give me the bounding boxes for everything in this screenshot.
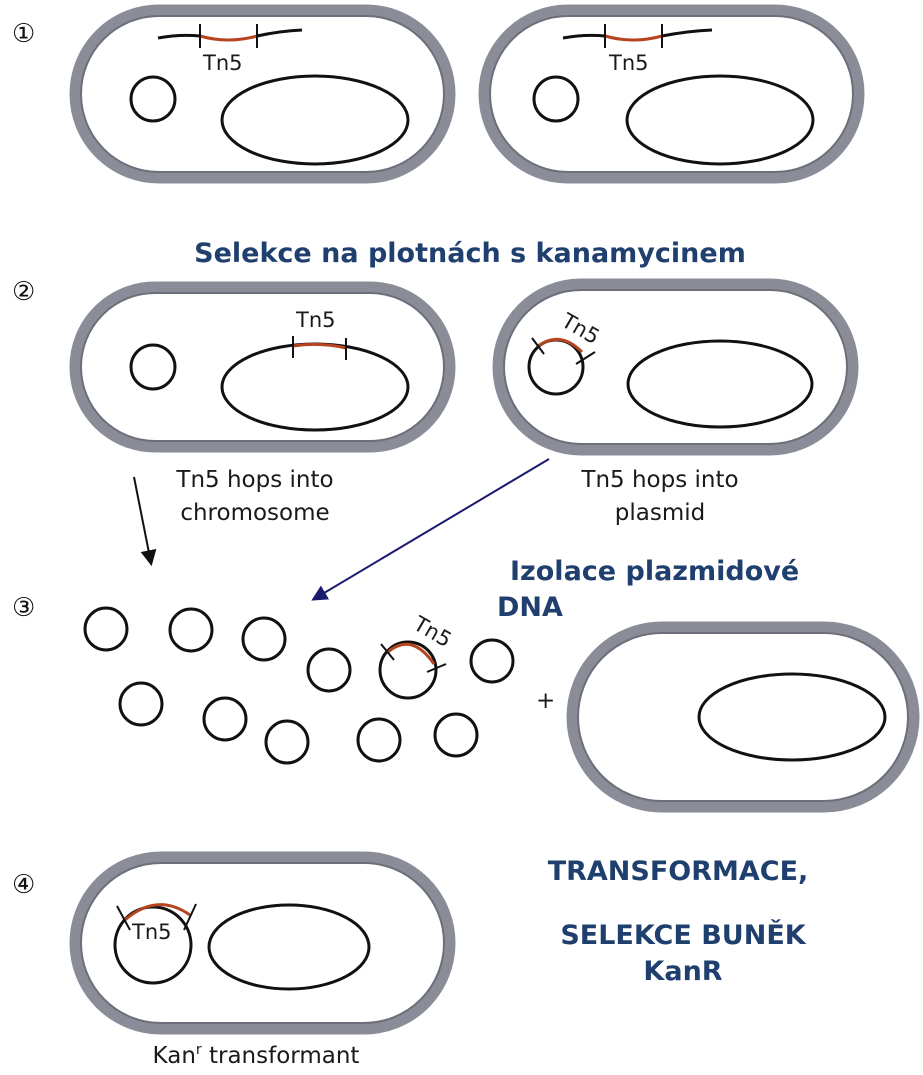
heading-transformation: TRANSFORMACE, — [548, 856, 809, 887]
caption-transformant: Kanr transformant — [153, 1042, 360, 1069]
caption-hops-chromosome-line1: Tn5 hops into — [175, 467, 333, 493]
caption-hops-chromosome-line2: chromosome — [180, 500, 329, 526]
heading-kanamycin-selection: Selekce na plotnách s kanamycinem — [194, 238, 746, 269]
cell-membrane — [490, 16, 853, 172]
step1-cell-left: Tn5 — [75, 10, 450, 178]
plasmid — [266, 721, 308, 763]
tn5-segment-in-plasmid — [388, 644, 434, 664]
step2-cell-right: Tn5 — [498, 284, 853, 450]
isolated-plasmid-with-tn5: Tn5 — [380, 611, 456, 698]
plasmid — [170, 609, 212, 651]
caption-hops-plasmid-line2: plasmid — [615, 500, 705, 526]
tn5-label: Tn5 — [608, 51, 649, 75]
tn5-label: Tn5 — [557, 308, 604, 349]
donor-dna-right-arm — [257, 30, 302, 36]
transformant-cell: Tn5 — [75, 857, 450, 1029]
heading-cell-selection-line2: KanR — [643, 956, 722, 987]
heading-plasmid-isolation-line2: DNA — [497, 592, 563, 623]
tn5-label: Tn5 — [202, 51, 243, 75]
plasmid — [204, 698, 246, 740]
plasmid — [534, 77, 578, 121]
donor-dna-left-arm — [563, 35, 605, 38]
tn5-segment — [200, 36, 257, 40]
chromosome — [628, 341, 812, 427]
tn5-segment-in-chromosome — [293, 344, 346, 348]
cell-wall — [498, 284, 853, 450]
plasmid — [85, 608, 127, 650]
caption-transformant-suffix: transformant — [202, 1043, 360, 1069]
step-3-marker: ③ — [12, 593, 35, 623]
chromosome — [222, 344, 408, 430]
heading-cell-selection-line1: SELEKCE BUNĚK — [560, 919, 806, 951]
step-1-marker: ① — [12, 19, 35, 49]
plasmid — [435, 714, 477, 756]
step-2-marker: ② — [12, 277, 35, 307]
plus-sign: + — [536, 688, 555, 714]
arrow-chromosome-down — [134, 477, 151, 563]
step2-cell-left: Tn5 — [75, 287, 450, 447]
chromosome — [627, 76, 813, 164]
cell-membrane — [578, 633, 908, 801]
cell-wall — [572, 627, 914, 807]
tn5-label: Tn5 — [131, 920, 172, 944]
plasmid — [120, 683, 162, 725]
plasmid — [131, 345, 175, 389]
recipient-cell — [572, 627, 914, 807]
step1-cell-right: Tn5 — [484, 10, 859, 178]
plasmid — [243, 618, 285, 660]
donor-dna-right-arm — [662, 30, 712, 36]
donor-dna-left-arm — [158, 35, 200, 38]
step-4-marker: ④ — [12, 870, 35, 900]
tn5-label: Tn5 — [295, 308, 336, 332]
chromosome — [222, 76, 408, 164]
chromosome — [699, 674, 885, 760]
cell-membrane — [81, 293, 444, 441]
tn5-segment — [605, 36, 662, 40]
plasmid — [358, 719, 400, 761]
caption-transformant-prefix: Kan — [153, 1043, 196, 1069]
caption-hops-plasmid-line1: Tn5 hops into — [580, 467, 738, 493]
heading-plasmid-isolation-line1: Izolace plazmidové — [510, 556, 799, 587]
tn5-boundary-right — [184, 904, 196, 930]
plasmid — [308, 649, 350, 691]
plasmid-with-tn5 — [529, 340, 583, 394]
plasmid — [131, 77, 175, 121]
chromosome — [209, 905, 369, 989]
plasmid — [471, 640, 513, 682]
